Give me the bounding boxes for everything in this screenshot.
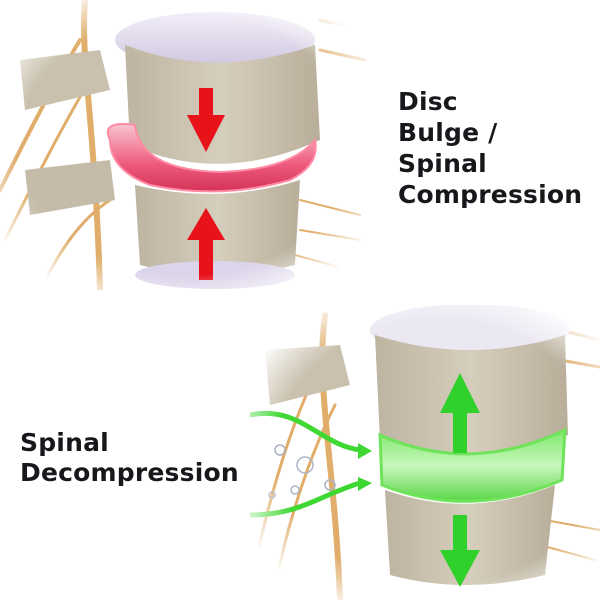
decompression-label-line: Decompression: [20, 458, 239, 487]
decompression-label: Spinal Decompression: [20, 428, 239, 488]
compression-label-line: Bulge /: [398, 118, 498, 147]
compression-label: Disc Bulge / Spinal Compression: [398, 86, 582, 210]
compression-label-line: Spinal: [398, 149, 487, 178]
compression-label-line: Disc: [398, 87, 458, 116]
compression-label-line: Compression: [398, 180, 583, 209]
decompression-label-line: Spinal: [20, 428, 109, 457]
compression-illustration: [0, 0, 370, 290]
decompression-illustration: [240, 305, 600, 600]
